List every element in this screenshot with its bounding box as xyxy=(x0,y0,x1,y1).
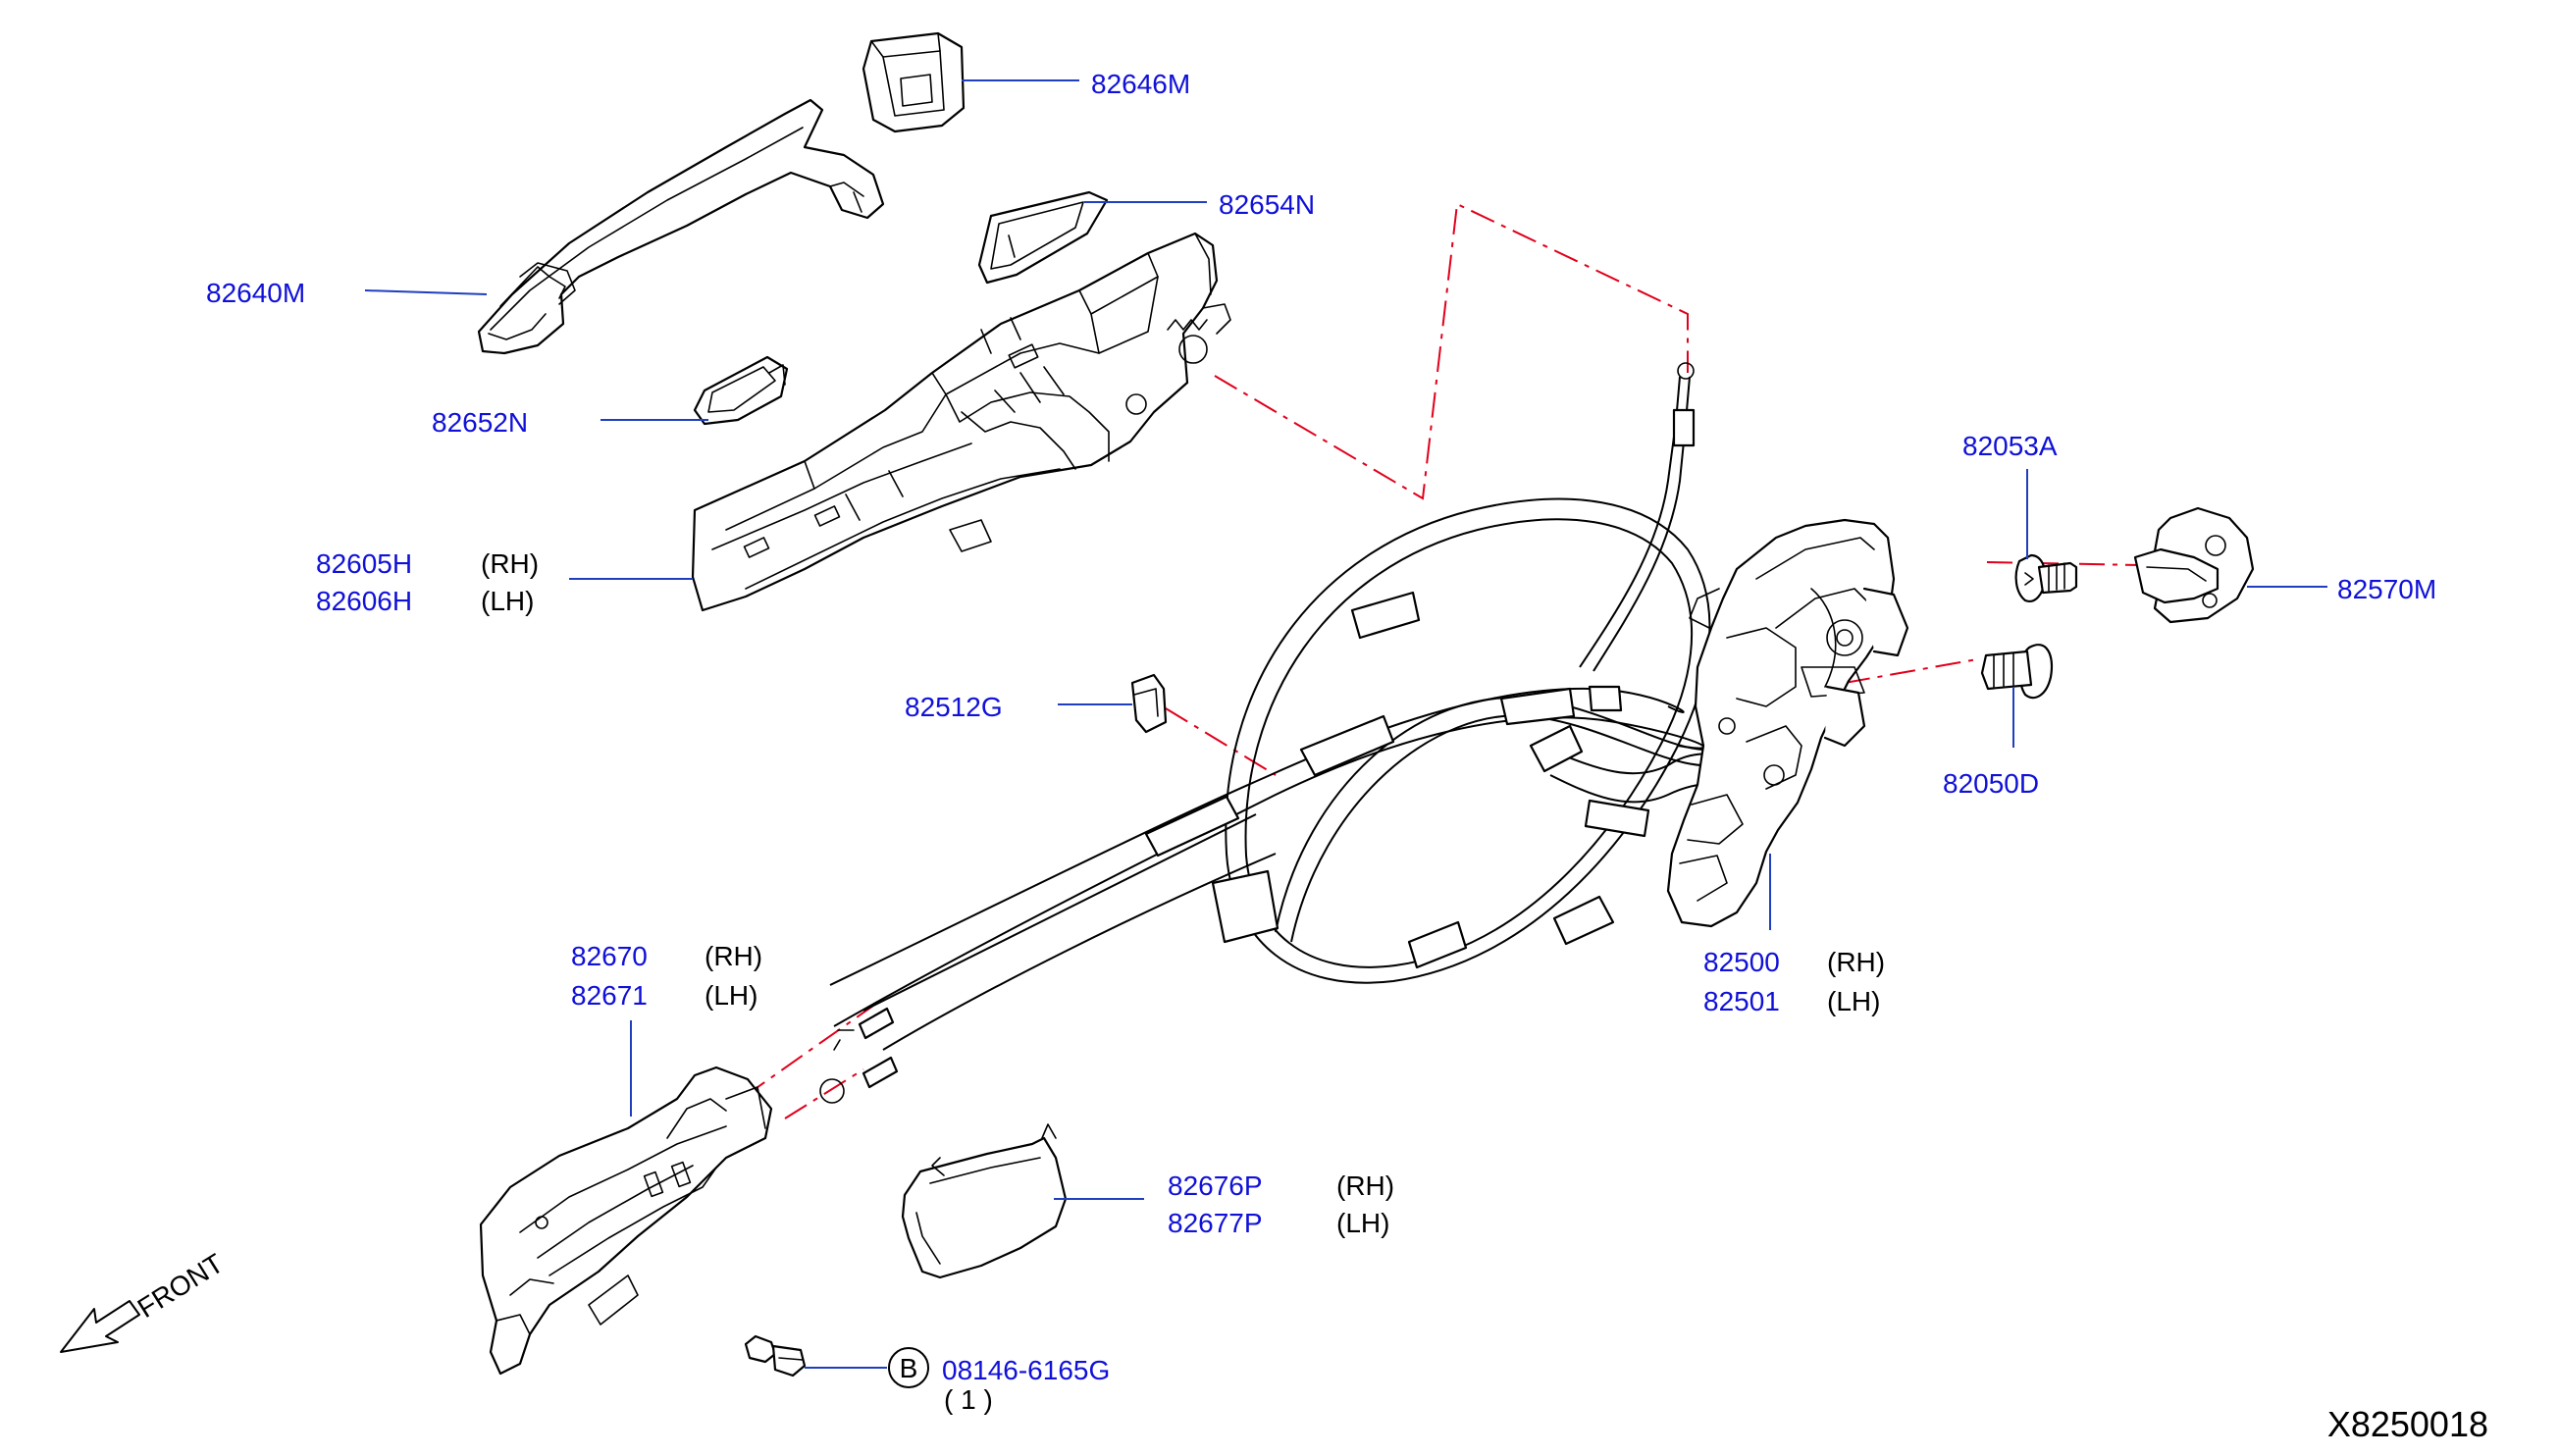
callout-08146-6165G: 08146-6165G xyxy=(942,1355,1110,1385)
front-arrow-icon xyxy=(60,1300,140,1353)
inside-handle-cable-ends xyxy=(819,1007,899,1104)
side-lh-82671: (LH) xyxy=(705,980,757,1011)
handle-gasket-front-part xyxy=(977,190,1109,285)
outside-handle-cap-part xyxy=(862,31,966,133)
front-indicator: FRONT xyxy=(60,1248,229,1353)
callout-82676P: 82676P xyxy=(1168,1170,1263,1201)
assembly-phantom-lines xyxy=(743,202,2142,1119)
side-rh-82676P: (RH) xyxy=(1336,1170,1394,1201)
bolt-part xyxy=(744,1334,807,1378)
side-rh-82500: (RH) xyxy=(1827,947,1885,977)
callout-82512G: 82512G xyxy=(905,692,1003,722)
door-striker-part xyxy=(2133,506,2255,624)
inside-handle-escutcheon-part xyxy=(901,1123,1068,1279)
front-label: FRONT xyxy=(132,1248,229,1324)
side-lh-82677P: (LH) xyxy=(1336,1208,1389,1238)
leader-lines xyxy=(364,79,2327,1369)
outside-handle-grip-part xyxy=(477,98,885,355)
side-lh-82501: (LH) xyxy=(1827,986,1880,1016)
side-lh-82606H: (LH) xyxy=(481,586,534,616)
diagram-code: X8250018 xyxy=(2327,1404,2488,1444)
callout-82677P: 82677P xyxy=(1168,1208,1263,1238)
striker-screw-part xyxy=(2014,553,2078,602)
callout-82646M: 82646M xyxy=(1091,69,1190,99)
callout-82501: 82501 xyxy=(1703,986,1780,1016)
callout-82654N: 82654N xyxy=(1219,189,1315,220)
callout-82640M: 82640M xyxy=(206,278,305,308)
callout-82570M: 82570M xyxy=(2337,574,2436,604)
callout-82671: 82671 xyxy=(571,980,648,1011)
callout-82670: 82670 xyxy=(571,941,648,971)
lock-cables xyxy=(829,362,1793,1051)
handle-gasket-rear-part xyxy=(693,355,789,426)
inside-handle-part xyxy=(479,1066,773,1376)
callout-82053A: 82053A xyxy=(1962,431,2058,461)
callout-82605H: 82605H xyxy=(316,548,412,579)
handle-bracket-part xyxy=(691,232,1231,612)
callout-82500: 82500 xyxy=(1703,947,1780,977)
callout-82652N: 82652N xyxy=(432,407,528,438)
callout-82050D: 82050D xyxy=(1943,768,2039,799)
side-rh-82670: (RH) xyxy=(705,941,762,971)
door-lock-actuator-part xyxy=(1666,518,1909,928)
latch-screw-part xyxy=(1980,644,2054,700)
callouts: 82646M 82654N 82640M 82652N 82605H (RH) … xyxy=(206,69,2436,1415)
bolt-marker-letter: B xyxy=(900,1353,918,1383)
side-rh-82605H: (RH) xyxy=(481,548,539,579)
bolt-quantity: ( 1 ) xyxy=(944,1384,993,1415)
cable-clip-part xyxy=(1130,673,1168,734)
callout-82606H: 82606H xyxy=(316,586,412,616)
bolt-marker-circle xyxy=(888,1347,929,1388)
